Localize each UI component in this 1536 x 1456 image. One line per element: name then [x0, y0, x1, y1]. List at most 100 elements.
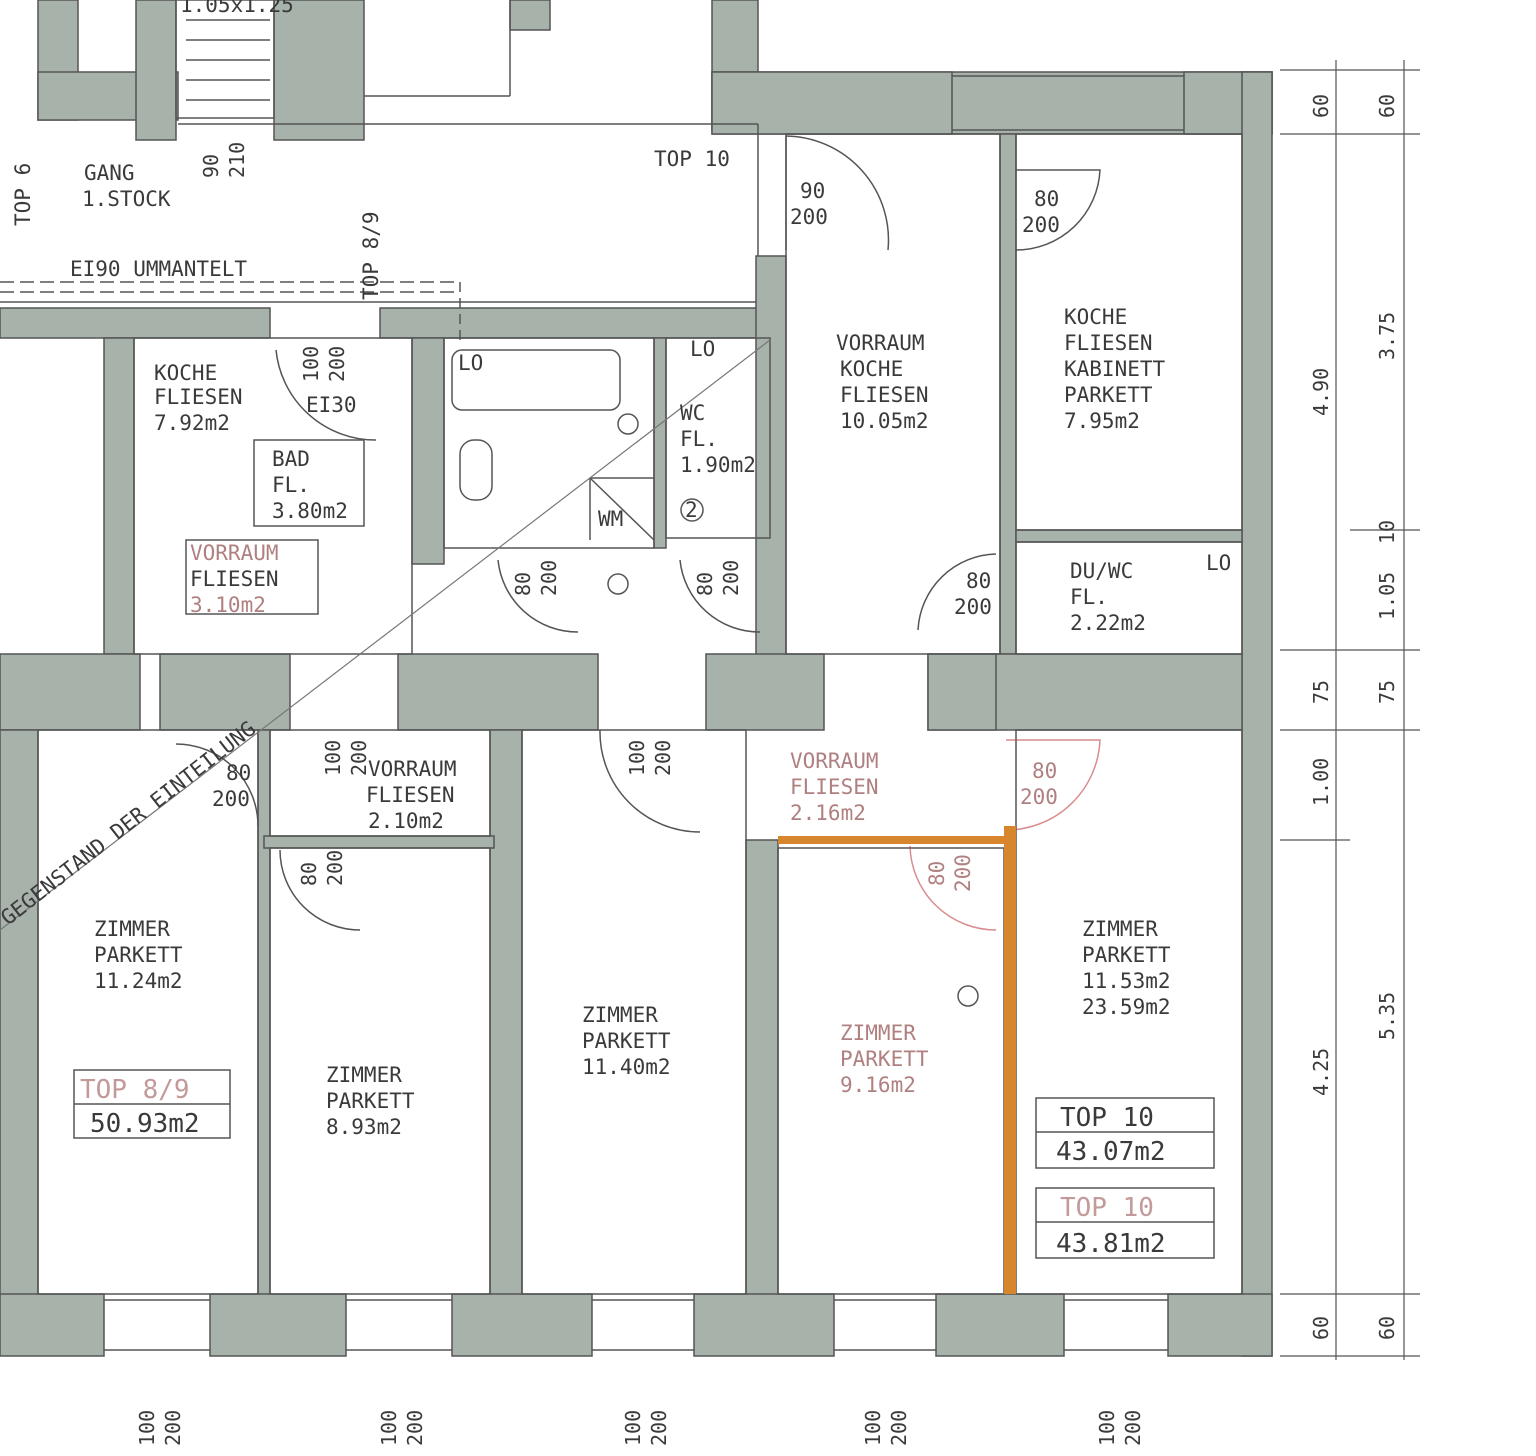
bottom-window-2-w: 100	[377, 1410, 401, 1446]
door-label-200: 200	[1020, 785, 1058, 809]
lo-label-duwc: LO	[1206, 551, 1231, 575]
door-label-80: 80	[1034, 187, 1059, 211]
bottom-window-4-h: 200	[887, 1410, 911, 1446]
bad-area: 3.80m2	[272, 499, 348, 523]
kueche-right-floor2: PARKETT	[1064, 383, 1153, 407]
bottom-window-2-h: 200	[403, 1410, 427, 1446]
door-label-80: 80	[693, 572, 717, 596]
door-arcs-red	[909, 739, 1101, 931]
vorraum-mid-floor: FLIESEN	[366, 783, 455, 807]
opening-label: 1.05x1.25	[180, 0, 294, 17]
stock-label: 1.STOCK	[82, 187, 171, 211]
kueche-left-name: KOCHE	[154, 361, 217, 385]
dim-inner-1: 60	[1309, 94, 1333, 118]
kueche-right-name2: KABINETT	[1064, 357, 1166, 381]
door-label-80: 80	[966, 569, 991, 593]
zimmer1-name: ZIMMER	[94, 917, 170, 941]
dim-outer-1: 60	[1375, 94, 1399, 118]
walls	[0, 0, 1273, 1357]
duwc-area: 2.22m2	[1070, 611, 1146, 635]
dim-inner-3: 75	[1309, 680, 1333, 704]
zimmer3-floor: PARKETT	[582, 1029, 671, 1053]
entry-height: 200	[790, 205, 828, 229]
ei30-label: EI30	[306, 393, 357, 417]
bottom-window-1-h: 200	[161, 1410, 185, 1446]
vorraum-kueche-area: 10.05m2	[840, 409, 929, 433]
door-label-80: 80	[297, 862, 321, 886]
dim-inner-6: 60	[1309, 1316, 1333, 1340]
door-label-200: 200	[537, 560, 561, 596]
marker-icon	[957, 985, 979, 1007]
kueche-right-floor: FLIESEN	[1064, 331, 1153, 355]
entry-width: 90	[800, 179, 825, 203]
kueche-left-floor: FLIESEN	[154, 385, 243, 409]
top10-box	[1035, 1097, 1215, 1169]
dim-inner-4: 1.00	[1309, 758, 1333, 806]
vorraum-kueche-floor: FLIESEN	[840, 383, 929, 407]
vorraum-kueche-name: VORRAUM	[836, 331, 925, 355]
door-label-80: 80	[1032, 759, 1057, 783]
kueche-right-area: 7.95m2	[1064, 409, 1140, 433]
zimmer4-name: ZIMMER	[840, 1021, 916, 1045]
vorraum-red-name: VORRAUM	[790, 749, 879, 773]
wc-marker-number: 2	[685, 498, 698, 522]
duwc-floor: FL.	[1070, 585, 1108, 609]
zimmer5-area2: 23.59m2	[1082, 995, 1171, 1019]
dim-inner-5: 4.25	[1309, 1048, 1333, 1096]
door-label-100: 100	[299, 346, 323, 382]
zimmer2-name: ZIMMER	[326, 1063, 402, 1087]
door-label-200: 200	[951, 854, 975, 892]
marker-icon	[617, 413, 639, 435]
door-label-80: 80	[925, 861, 949, 886]
dim-outer-5: 75	[1375, 680, 1399, 704]
door-label-200: 200	[954, 595, 992, 619]
top10-tag: TOP 10	[654, 147, 730, 171]
door-label-100: 100	[625, 740, 649, 776]
top89-label: TOP 8/9	[80, 1075, 190, 1105]
wc-name: WC	[680, 401, 705, 425]
door-arcs	[175, 135, 1101, 931]
kueche-right-name: KOCHE	[1064, 305, 1127, 329]
vorraum-left-name: VORRAUM	[190, 541, 279, 565]
bottom-window-3-h: 200	[647, 1410, 671, 1446]
vorraum-left-floor: FLIESEN	[190, 567, 279, 591]
bottom-window-4-w: 100	[861, 1410, 885, 1446]
vorraum-mid-area: 2.10m2	[368, 809, 444, 833]
vorraum-left-area: 3.10m2	[190, 593, 266, 617]
dim-outer-4: 1.05	[1375, 572, 1399, 620]
zimmer5-name: ZIMMER	[1082, 917, 1158, 941]
zimmer1-floor: PARKETT	[94, 943, 183, 967]
door-label-200: 200	[1022, 213, 1060, 237]
top10-new-label: TOP 10	[1060, 1193, 1154, 1223]
top6-label: TOP 6	[11, 163, 35, 226]
dim-inner-2: 4.90	[1309, 368, 1333, 416]
zimmer2-area: 8.93m2	[326, 1115, 402, 1139]
lo-label-wc: LO	[690, 337, 715, 361]
lo-label-bath: LO	[458, 351, 483, 375]
wc-floor: FL.	[680, 427, 718, 451]
bad-name: BAD	[272, 447, 310, 471]
door-height-label: 210	[225, 142, 249, 178]
vorraum-red-floor: FLIESEN	[790, 775, 879, 799]
zimmer3-name: ZIMMER	[582, 1003, 658, 1027]
dim-outer-7: 60	[1375, 1316, 1399, 1340]
ei90-label: EI90 UMMANTELT	[70, 257, 247, 281]
door-label-80: 80	[511, 572, 535, 596]
vorraum-red-area: 2.16m2	[790, 801, 866, 825]
door-label-200: 200	[651, 740, 675, 776]
zimmer5-area: 11.53m2	[1082, 969, 1171, 993]
vorraum-mid-name: VORRAUM	[368, 757, 457, 781]
wc-area: 1.90m2	[680, 453, 756, 477]
zimmer3-area: 11.40m2	[582, 1055, 671, 1079]
zimmer4-area: 9.16m2	[840, 1073, 916, 1097]
section-line-label: GEGENSTAND DER EINTEILUNG	[0, 716, 260, 930]
door-label-200: 200	[719, 560, 743, 596]
dim-outer-3: 10	[1375, 520, 1399, 544]
vorraum-kueche-name2: KOCHE	[840, 357, 903, 381]
bottom-window-1-w: 100	[135, 1410, 159, 1446]
top10-new-box	[1035, 1187, 1215, 1259]
bad-floor: FL.	[272, 473, 310, 497]
marker-icon	[607, 573, 629, 595]
